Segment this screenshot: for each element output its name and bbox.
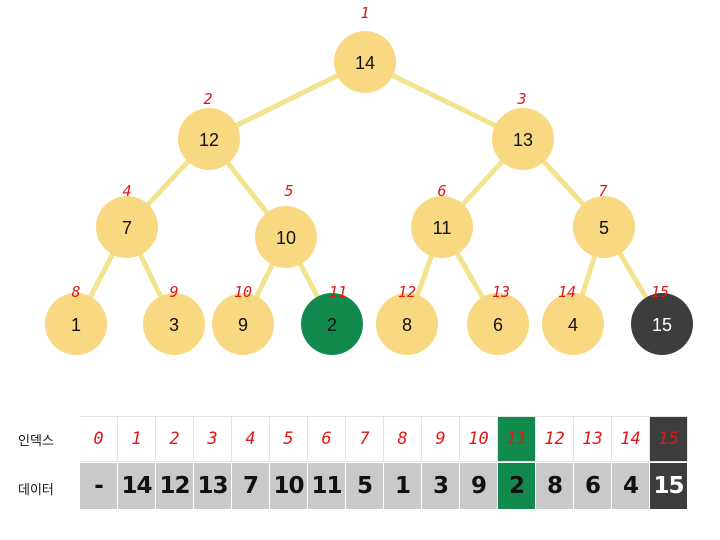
tree-node-index: 11: [329, 283, 347, 301]
array-index-cell: 12: [536, 416, 574, 462]
array-index-cell: 13: [574, 416, 612, 462]
array-data-cell: -: [80, 463, 118, 509]
array-index-cell: 15: [650, 416, 688, 462]
tree-node-10: 9 10: [212, 283, 274, 355]
tree-node-12: 8 12: [376, 283, 438, 355]
tree-node-index: 8: [71, 283, 80, 301]
array-data-cell: 15: [650, 463, 688, 509]
tree-node-circle: [45, 293, 107, 355]
array-data-cell: 11: [308, 463, 346, 509]
tree-node-circle: [212, 293, 274, 355]
tree-node-circle: [492, 108, 554, 170]
tree-node-index: 13: [492, 283, 510, 301]
tree-node-index: 12: [398, 283, 416, 301]
heap-tree: 1411221337410511657183991021181261341415…: [45, 4, 693, 355]
tree-node-value: 7: [122, 218, 132, 238]
array-index-cell: 0: [80, 416, 118, 462]
array-data-cell: 4: [612, 463, 650, 509]
tree-node-value: 9: [238, 315, 248, 335]
tree-node-value: 1: [71, 315, 81, 335]
array-index-cell: 14: [612, 416, 650, 462]
tree-node-7: 57: [573, 182, 635, 258]
array-index-cell: 6: [308, 416, 346, 462]
tree-node-6: 11 6: [411, 182, 473, 258]
tree-node-value: 8: [402, 315, 412, 335]
tree-node-9: 39: [143, 283, 205, 355]
array-index-cell: 7: [346, 416, 384, 462]
array-data-cell: 2: [498, 463, 536, 509]
array-data-cell: 12: [156, 463, 194, 509]
tree-node-8: 18: [45, 283, 107, 355]
tree-node-circle: [411, 196, 473, 258]
tree-node-circle: [573, 196, 635, 258]
tree-node-4: 74: [96, 182, 158, 258]
array-data-cell: 3: [422, 463, 460, 509]
tree-node-index: 3: [516, 90, 526, 108]
tree-node-3: 13 3: [492, 90, 554, 170]
tree-node-index: 6: [437, 182, 446, 200]
tree-node-index: 9: [169, 283, 178, 301]
array-index-cell: 2: [156, 416, 194, 462]
array-data-cell: 6: [574, 463, 612, 509]
array-index-cell: 11: [498, 416, 536, 462]
tree-node-index: 2: [203, 90, 212, 108]
tree-node-circle: [467, 293, 529, 355]
tree-node-circle: [143, 293, 205, 355]
array-data-cell: 10: [270, 463, 308, 509]
tree-node-index: 4: [122, 182, 131, 200]
tree-node-circle: [334, 31, 396, 93]
array-data-cell: 9: [460, 463, 498, 509]
tree-node-index: 14: [558, 283, 576, 301]
array-data-cell: 1: [384, 463, 422, 509]
tree-node-value: 4: [568, 315, 578, 335]
tree-node-index: 15: [651, 283, 669, 301]
tree-node-value: 12: [199, 130, 219, 150]
array-data-cell: 8: [536, 463, 574, 509]
tree-node-index: 5: [284, 182, 293, 200]
tree-node-value: 15: [652, 315, 672, 335]
tree-node-circle: [301, 293, 363, 355]
tree-node-value: 11: [433, 218, 452, 238]
array-data-cell: 7: [232, 463, 270, 509]
array-index-cell: 8: [384, 416, 422, 462]
array-data-cell: 13: [194, 463, 232, 509]
array-index-cell: 3: [194, 416, 232, 462]
tree-node-index: 1: [360, 4, 369, 22]
tree-node-index: 7: [598, 182, 607, 200]
tree-node-circle: [178, 108, 240, 170]
tree-node-value: 2: [327, 315, 337, 335]
tree-node-circle: [255, 206, 317, 268]
tree-node-circle: [542, 293, 604, 355]
tree-node-value: 5: [599, 218, 609, 238]
array-index-cell: 5: [270, 416, 308, 462]
array-index-cell: 4: [232, 416, 270, 462]
array-index-cell: 10: [460, 416, 498, 462]
array-index-cell: 9: [422, 416, 460, 462]
tree-node-13: 6 13: [467, 283, 529, 355]
tree-node-2: 12 2: [178, 90, 240, 170]
tree-node-circle: [631, 293, 693, 355]
array-data-cell: 5: [346, 463, 384, 509]
tree-node-circle: [96, 196, 158, 258]
tree-node-value: 6: [493, 315, 503, 335]
data-row-label: 데이터: [18, 482, 54, 497]
tree-node-14: 4 14: [542, 283, 604, 355]
tree-node-11: 2 11: [301, 283, 363, 355]
tree-node-index: 10: [234, 283, 252, 301]
tree-node-value: 10: [276, 228, 296, 248]
tree-node-value: 14: [355, 53, 375, 73]
tree-node-value: 3: [169, 315, 179, 335]
tree-node-circle: [376, 293, 438, 355]
index-row-label: 인덱스: [18, 433, 54, 448]
tree-nodes: 1411221337410511657183991021181261341415…: [45, 4, 693, 355]
array-data-cell: 14: [118, 463, 156, 509]
tree-node-5: 10 5: [255, 182, 317, 268]
tree-node-value: 13: [513, 130, 533, 150]
tree-node-1: 14 1: [334, 4, 396, 93]
array-index-cell: 1: [118, 416, 156, 462]
